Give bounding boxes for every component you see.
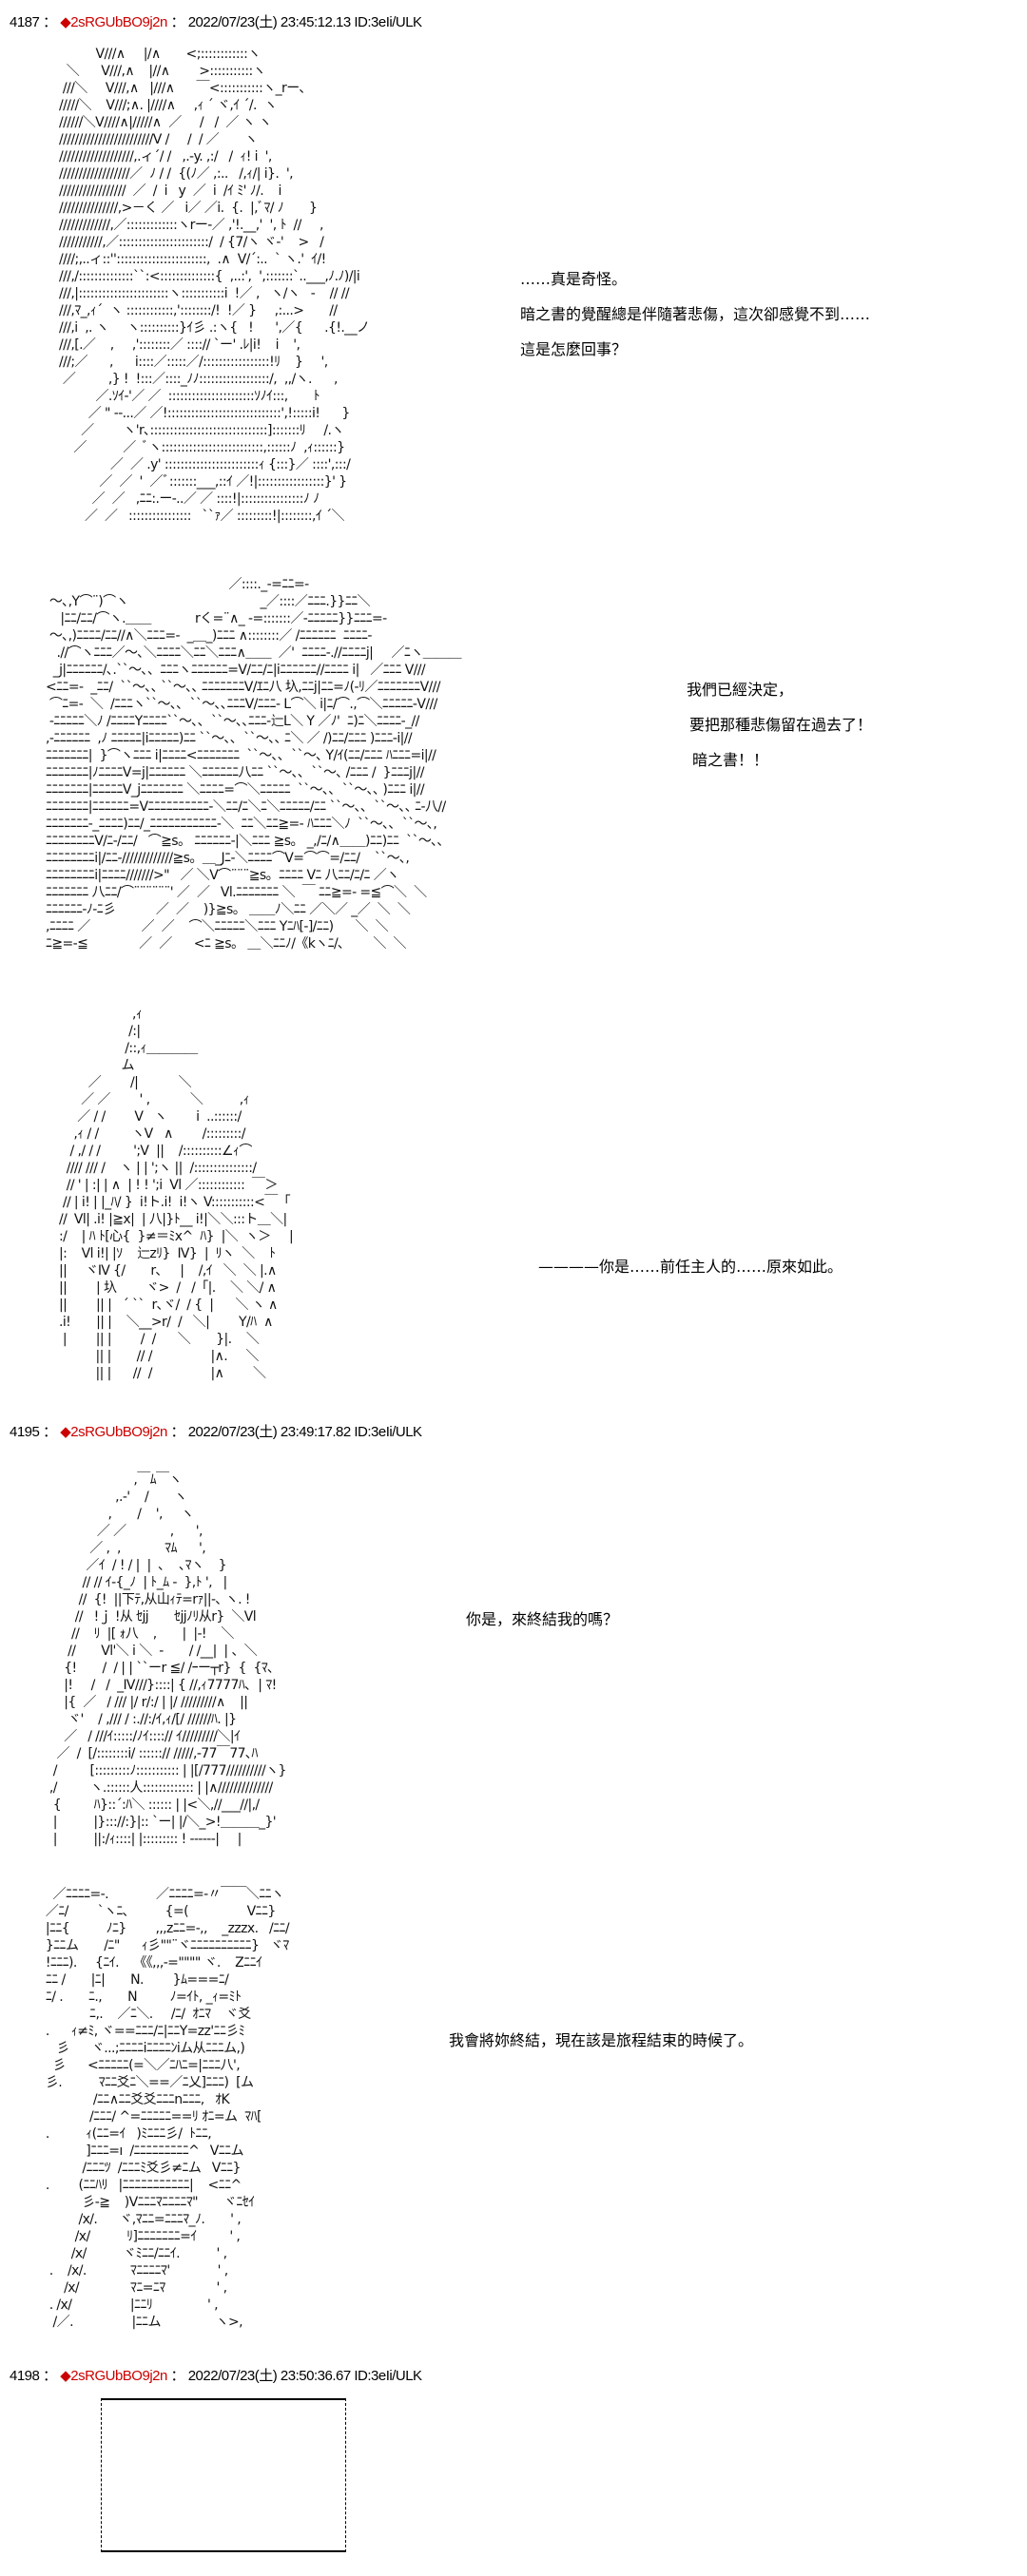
post-datetime: 2022/07/23(土) 23:49:17.82 [187, 1424, 351, 1440]
poster-trip: 2sRGUbBO9j2n [70, 14, 167, 30]
post-datetime: 2022/07/23(土) 23:50:36.67 [187, 2368, 351, 2384]
post-header-4187: 4187 ： ◆2sRGUbBO9j2n ： 2022/07/23(土) 23:… [10, 14, 422, 31]
ascii-art-panel-4: ,￣ﾑ￣ヽ ,.-' / ヽ , / ', ヽ ／ ／ , ', ／ , , ﾏ… [48, 1472, 287, 1847]
dialogue-line: 你是，來終結我的嗎？ [466, 1610, 619, 1628]
post-header-4198: 4198 ： ◆2sRGUbBO9j2n ： 2022/07/23(土) 23:… [10, 2368, 422, 2385]
separator: ： [43, 1424, 57, 1440]
post-number[interactable]: 4195 [10, 1424, 40, 1440]
poster-trip: 2sRGUbBO9j2n [70, 1424, 167, 1440]
dialogue-line: 暗之書！！ [692, 751, 769, 769]
dialogue-line: ————你是……前任主人的……原來如此。 [538, 1258, 843, 1276]
dialogue-line: 要把那種悲傷留在過去了！ [689, 716, 873, 734]
diamond-icon: ◆ [60, 1424, 71, 1440]
post-number[interactable]: 4187 [10, 14, 40, 30]
poster-id: ID:3eIi/ULK [354, 14, 422, 30]
ascii-art-panel-2: ／::::._-=ﾆﾆ=- ～､,Y⌒¨)⌒ヽ _／::::／ﾆﾆﾆ.}}ﾆﾆ＼… [46, 577, 462, 952]
dialogue-line: ……真是奇怪。 [520, 270, 628, 288]
ascii-art-panel-5: ／ﾆﾆﾆﾆ=-. ／ﾆﾆﾆﾆ=-〃￣￣＼ﾆﾆヽ ／ﾆ/ `ヽﾆ､ {=( Vﾆﾆ… [45, 1887, 290, 2330]
dialogue-line: 我們已經決定， [687, 681, 794, 699]
dialogue-line: 暗之書的覺醒總是伴隨著悲傷，這次卻感覺不到…… [520, 305, 871, 323]
poster-trip: 2sRGUbBO9j2n [70, 2368, 167, 2384]
ascii-art-panel-1: V///∧ |/∧ <;::::::::::::ヽ ＼ V///,∧ |//∧ … [59, 47, 370, 524]
poster-id: ID:3eIi/ULK [354, 1424, 422, 1440]
separator: ： [170, 2368, 185, 2384]
post-number[interactable]: 4198 [10, 2368, 40, 2384]
diamond-icon: ◆ [60, 2368, 71, 2384]
post-datetime: 2022/07/23(土) 23:45:12.13 [187, 14, 351, 30]
separator: ： [170, 1424, 185, 1440]
post-header-4195: 4195 ： ◆2sRGUbBO9j2n ： 2022/07/23(土) 23:… [10, 1424, 422, 1441]
ascii-art-panel-3: ,ｨ /:| /::,ｨ＿＿＿＿ ム ／ /| ＼ ／ ／ ' , ＼ ,ｨ ／… [59, 1007, 294, 1381]
separator: ： [43, 14, 57, 30]
dialogue-line: 這是怎麼回事？ [520, 340, 628, 358]
poster-id: ID:3eIi/ULK [354, 2368, 422, 2384]
dialogue-line: 我會將妳終結，現在該是旅程結束的時候了。 [449, 2031, 754, 2049]
diamond-icon: ◆ [60, 14, 71, 30]
empty-panel-frame [101, 2398, 346, 2552]
separator: ： [43, 2368, 57, 2384]
separator: ： [170, 14, 185, 30]
